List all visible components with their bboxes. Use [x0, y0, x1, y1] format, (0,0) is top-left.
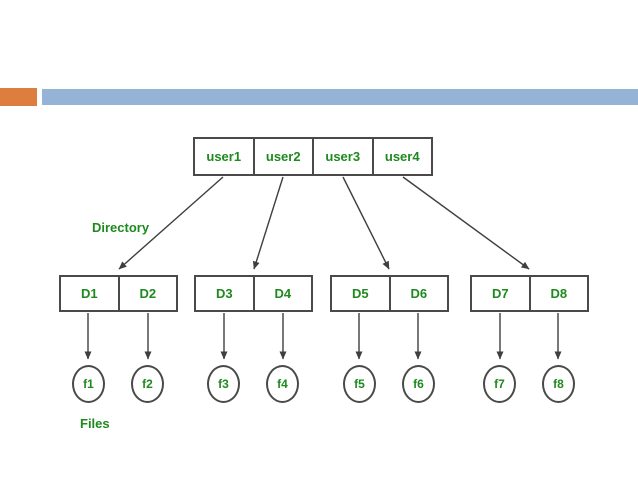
dir-cell-d8: D8 — [550, 286, 568, 301]
dir-cell-d1: D1 — [61, 277, 120, 310]
user-cell-user4: user4 — [384, 149, 420, 164]
user-table: user1 user2 user3 user4 — [193, 137, 433, 176]
accent-bar-orange — [0, 88, 37, 106]
file-oval-f8: f8 — [542, 365, 575, 403]
directory-box-4: D7 D8 — [470, 275, 589, 312]
file-oval-f7: f7 — [483, 365, 516, 403]
directory-box-3: D5 D6 — [330, 275, 449, 312]
dir-cell-d6: D6 — [410, 286, 428, 301]
directory-box-1: D1 D2 — [59, 275, 178, 312]
user-cell-user3: user3 — [314, 139, 374, 174]
file-oval-f6: f6 — [402, 365, 435, 403]
dir-cell-d4: D4 — [274, 286, 292, 301]
user-to-directory-arrows — [118, 176, 530, 270]
directory-label: Directory — [92, 220, 150, 235]
dir-cell-d3: D3 — [196, 277, 255, 310]
directory-to-file-arrows — [84, 313, 562, 360]
file-oval-f3: f3 — [207, 365, 240, 403]
file-oval-f4: f4 — [266, 365, 299, 403]
file-oval-f1: f1 — [72, 365, 105, 403]
file-oval-f5: f5 — [343, 365, 376, 403]
accent-bar-blue — [42, 89, 638, 105]
dir-cell-d7: D7 — [472, 277, 531, 310]
user-cell-user2: user2 — [255, 139, 314, 174]
files-label: Files — [80, 416, 110, 431]
directory-box-2: D3 D4 — [194, 275, 313, 312]
user-cell-user1: user1 — [195, 139, 255, 174]
dir-cell-d2: D2 — [139, 286, 157, 301]
dir-cell-d5: D5 — [332, 277, 391, 310]
file-oval-f2: f2 — [131, 365, 164, 403]
